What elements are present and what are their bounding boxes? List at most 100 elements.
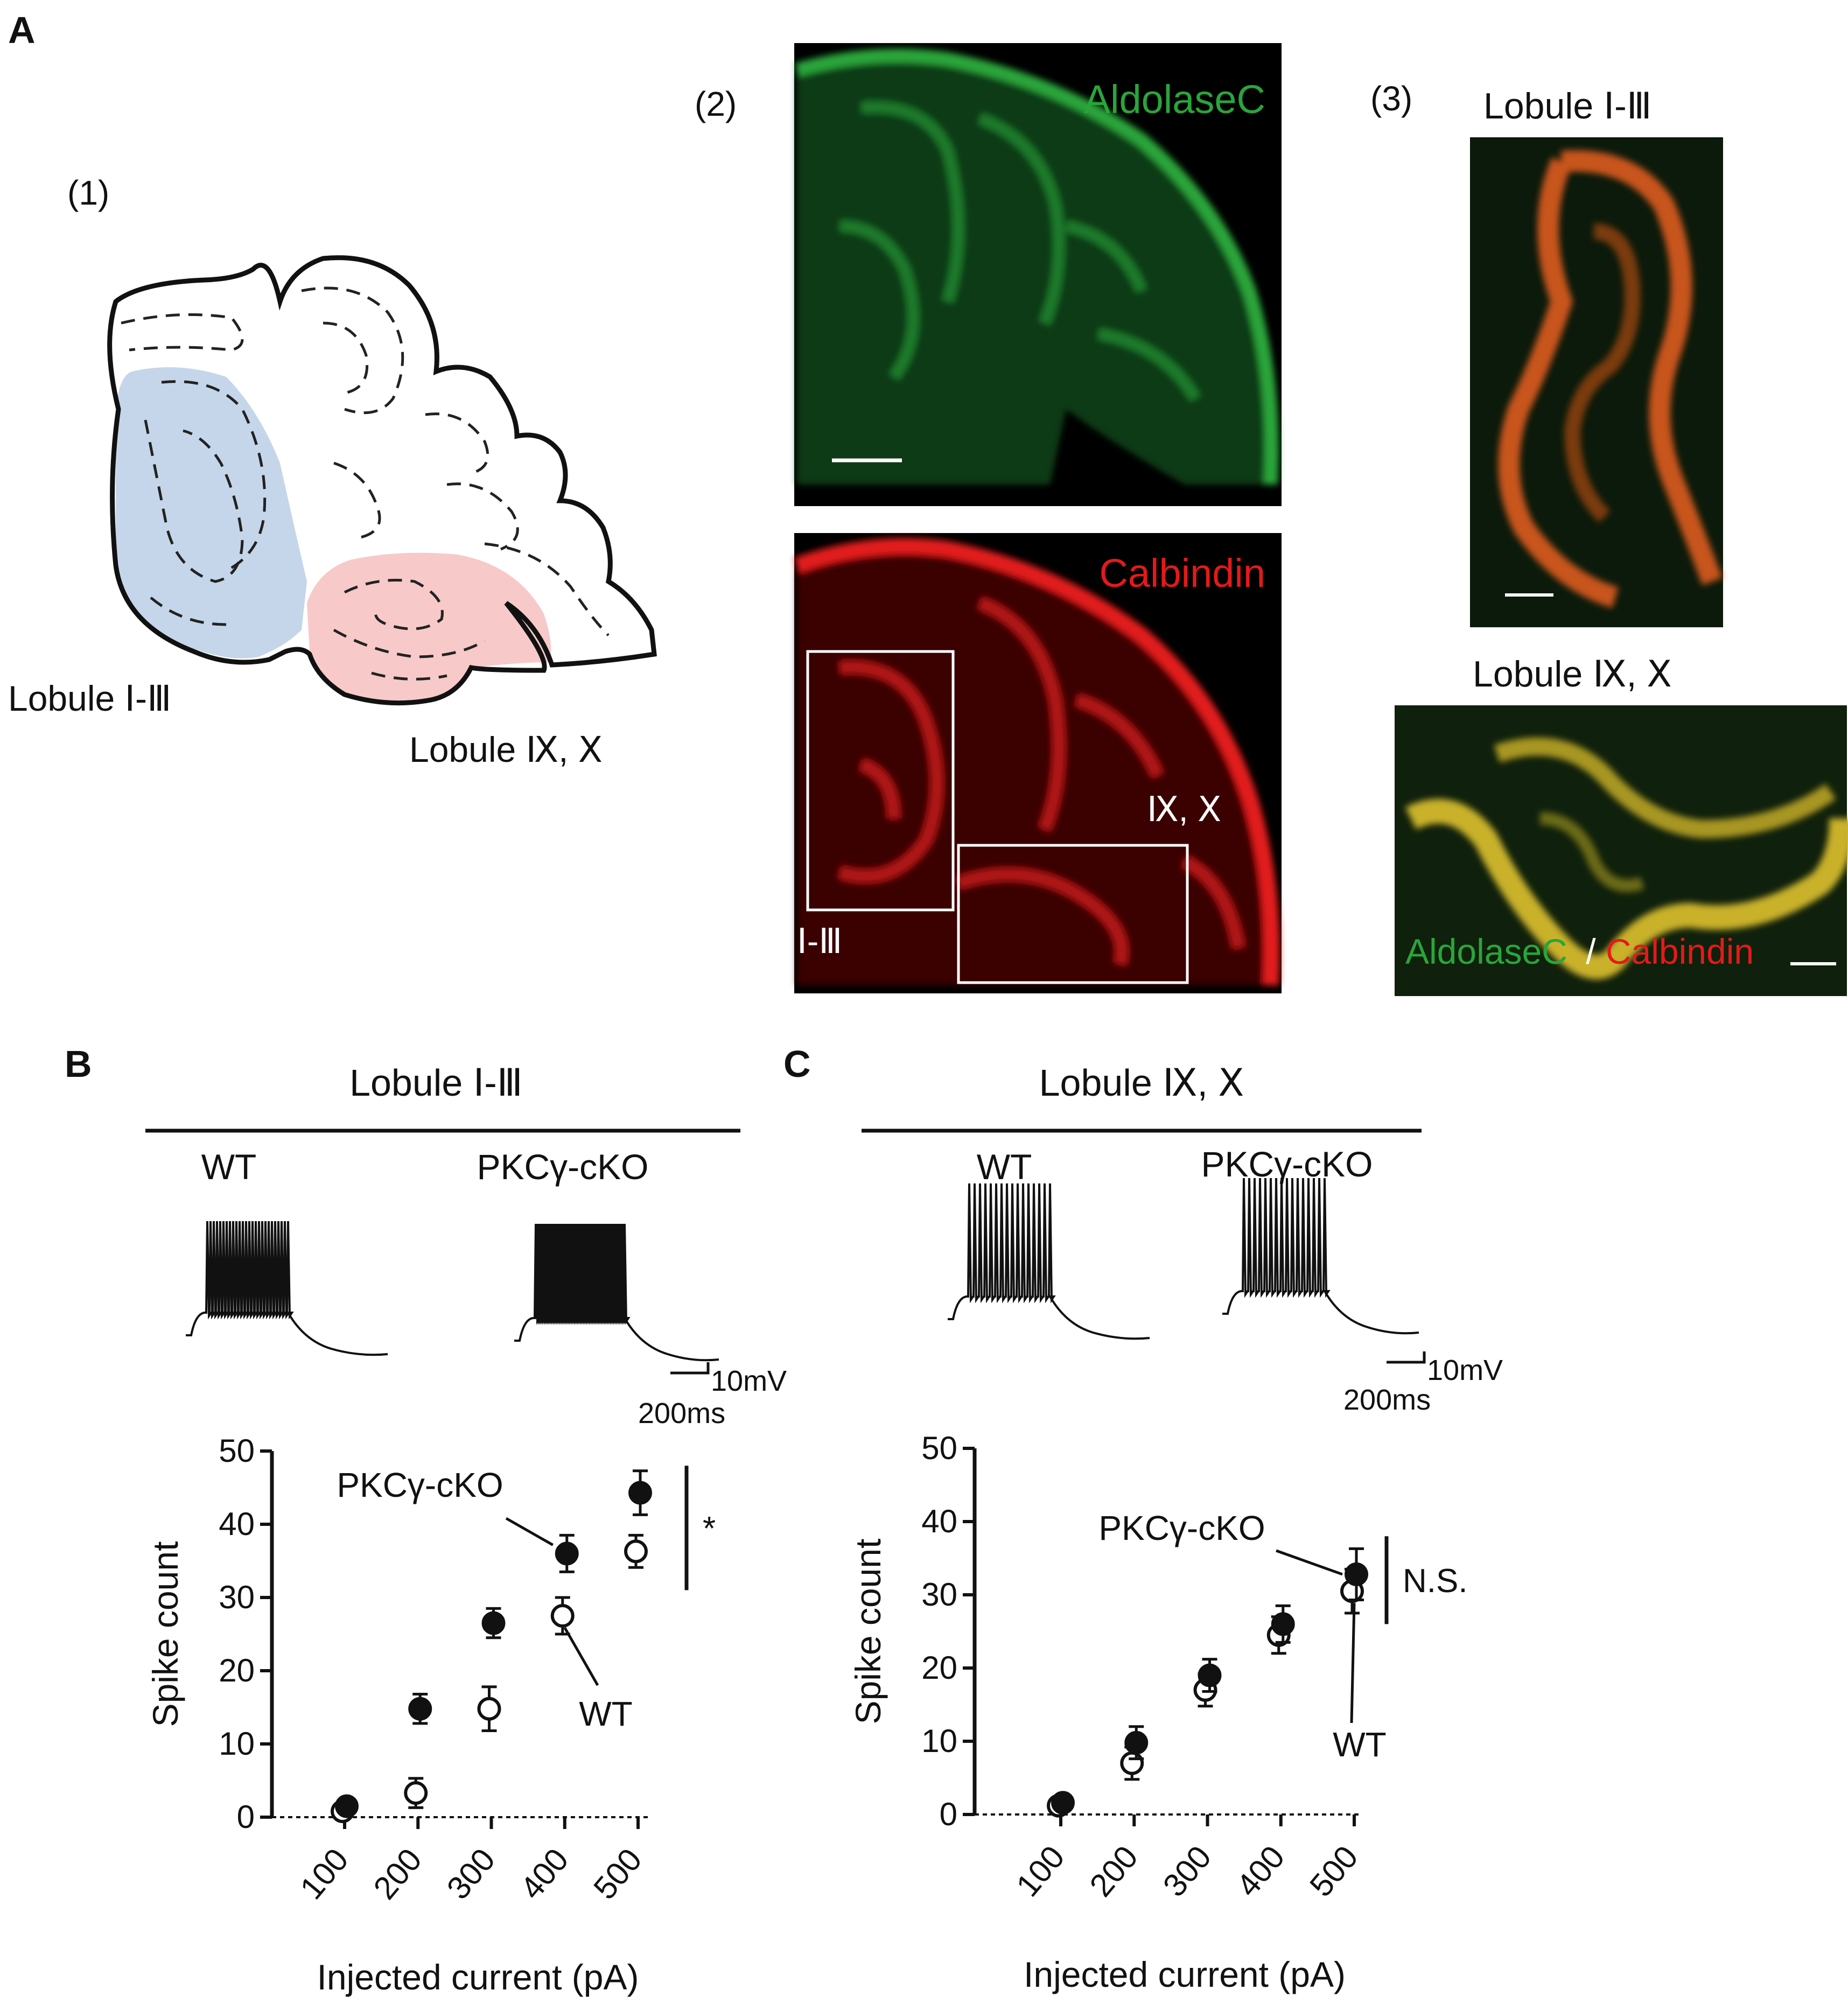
legend-aldolasec: AldolaseC [1405,931,1567,971]
scale-ms: 200ms [638,1397,725,1430]
schematic-label-lobule-9-10: Lobule Ⅸ, Ⅹ [409,730,603,769]
sublabel-2: (2) [695,85,737,123]
data-point-ko [555,1541,579,1566]
x-tick-label: 100 [1009,1839,1072,1903]
panel-c: Lobule Ⅸ, Ⅹ WT PKCγ-cKO 10mV 200ms 0 10 20… [848,1062,1503,1994]
y-tick-label: 30 [219,1579,255,1615]
data-point-wt [624,1539,648,1564]
y-tick-label: 20 [921,1650,957,1686]
zoom-title-lobule-9-10: Lobule Ⅸ, Ⅹ [1473,654,1672,695]
x-tick-label: 400 [1229,1839,1292,1903]
panel-letter-c: C [783,1043,811,1085]
scale-ms: 200ms [1343,1384,1431,1416]
data-point-wt [477,1697,501,1721]
data-point-wt [404,1781,428,1805]
stain-label-calbindin: Calbindin [1099,551,1265,595]
scale-mv: 10mV [1427,1354,1503,1386]
series-label-leader [563,1627,599,1686]
inset-label-1-3: Ⅰ-Ⅲ [797,922,842,961]
micrograph-calbindin: Calbindin Ⅰ-Ⅲ Ⅸ, Ⅹ [794,533,1282,993]
inset-label-9-10: Ⅸ, Ⅹ [1147,790,1221,829]
panel-letter-b: B [65,1043,92,1085]
cerebellum-schematic: (1) Lobule Ⅰ-Ⅲ Lobule Ⅸ, Ⅹ [8,173,657,769]
data-point-ko [335,1794,359,1818]
y-tick-label: 0 [237,1799,255,1835]
x-tick-label: 200 [1083,1839,1145,1903]
y-tick-label: 40 [921,1503,957,1539]
data-point-wt [550,1604,575,1628]
trace-label-ko: PKCγ-cKO [1201,1144,1373,1184]
y-tick-label: 40 [219,1506,255,1542]
data-point-ko [1051,1791,1075,1815]
trace-ko [1222,1178,1419,1335]
zoom-image-lobule-9-10: AldolaseC / Calbindin [1395,705,1848,996]
sublabel-1: (1) [67,173,109,212]
data-point-ko [1124,1730,1149,1755]
scale-mv: 10mV [711,1365,787,1397]
series-label: PKCγ-cKO [337,1466,503,1504]
x-tick-label: 500 [1303,1839,1365,1903]
trace-label-ko: PKCγ-cKO [477,1147,648,1187]
data-point-ko [628,1481,652,1505]
schematic-label-lobule-1-3: Lobule Ⅰ-Ⅲ [8,678,171,718]
x-tick-label: 300 [440,1841,502,1906]
series-label-leader [1276,1549,1343,1576]
y-tick-label: 10 [219,1726,255,1762]
panel-letter-a: A [8,9,36,51]
series-label: WT [579,1694,633,1733]
zoom-image-lobule-1-3 [1470,137,1723,627]
trace-wt [948,1183,1150,1340]
x-tick-label: 500 [586,1841,649,1906]
zoom-title-lobule-1-3: Lobule Ⅰ-Ⅲ [1483,86,1652,127]
series-label: PKCγ-cKO [1098,1509,1265,1547]
trace-ko [514,1223,719,1362]
significance-label: * [703,1510,716,1547]
lobule-1-3-region [116,367,307,658]
trace-label-wt: WT [977,1147,1032,1187]
sublabel-3: (3) [1370,79,1412,118]
x-tick-label: 200 [367,1841,429,1906]
data-point-ko [481,1611,506,1635]
scale-bar [1387,1351,1426,1364]
folia-dashes [121,286,610,681]
legend-separator: / [1586,931,1596,971]
panel-c-title: Lobule Ⅸ, Ⅹ [1039,1062,1244,1104]
y-tick-label: 50 [219,1433,255,1469]
inset-box-lobule-1-3 [806,650,955,912]
svg-text:AldolaseC / Calbin: AldolaseC / Calbindin [1405,931,1754,971]
y-tick-label: 30 [921,1576,957,1613]
y-axis-label: Spike count [848,1539,888,1725]
stain-label-aldolasec: AldolaseC [1084,77,1265,122]
cerebellum-outline [107,255,657,706]
y-tick-label: 0 [940,1796,957,1832]
lobule-9-10-region [307,552,551,703]
data-point-ko [1271,1612,1295,1636]
trace-wt [186,1221,388,1356]
data-point-wt [1120,1751,1144,1775]
scale-bar [670,1362,710,1375]
data-point-ko [1345,1562,1368,1586]
data-point-ko [1198,1663,1222,1687]
y-axis-label: Spike count [145,1541,185,1727]
x-tick-label: 300 [1156,1839,1219,1903]
series-label: WT [1333,1725,1387,1764]
significance-label: N.S. [1403,1562,1468,1600]
y-tick-label: 50 [921,1430,957,1466]
data-point-ko [408,1697,432,1721]
inset-box-lobule-9-10 [957,844,1189,984]
series-label-leader [1350,1603,1356,1723]
x-axis-label: Injected current (pA) [317,1957,639,1997]
panel-b: Lobule Ⅰ-Ⅲ WT PKCγ-cKO 10mV 200ms 0 10 20 3… [145,1062,787,1997]
trace-label-wt: WT [201,1147,257,1187]
y-tick-label: 20 [219,1652,255,1688]
legend-calbindin: Calbindin [1606,931,1754,971]
panel-b-title: Lobule Ⅰ-Ⅲ [349,1062,523,1104]
y-tick-label: 10 [921,1723,957,1759]
x-tick-label: 400 [513,1841,576,1906]
series-label-leader [505,1517,554,1546]
x-axis-label: Injected current (pA) [1024,1954,1346,1994]
micrograph-aldolasec: AldolaseC [794,43,1282,506]
